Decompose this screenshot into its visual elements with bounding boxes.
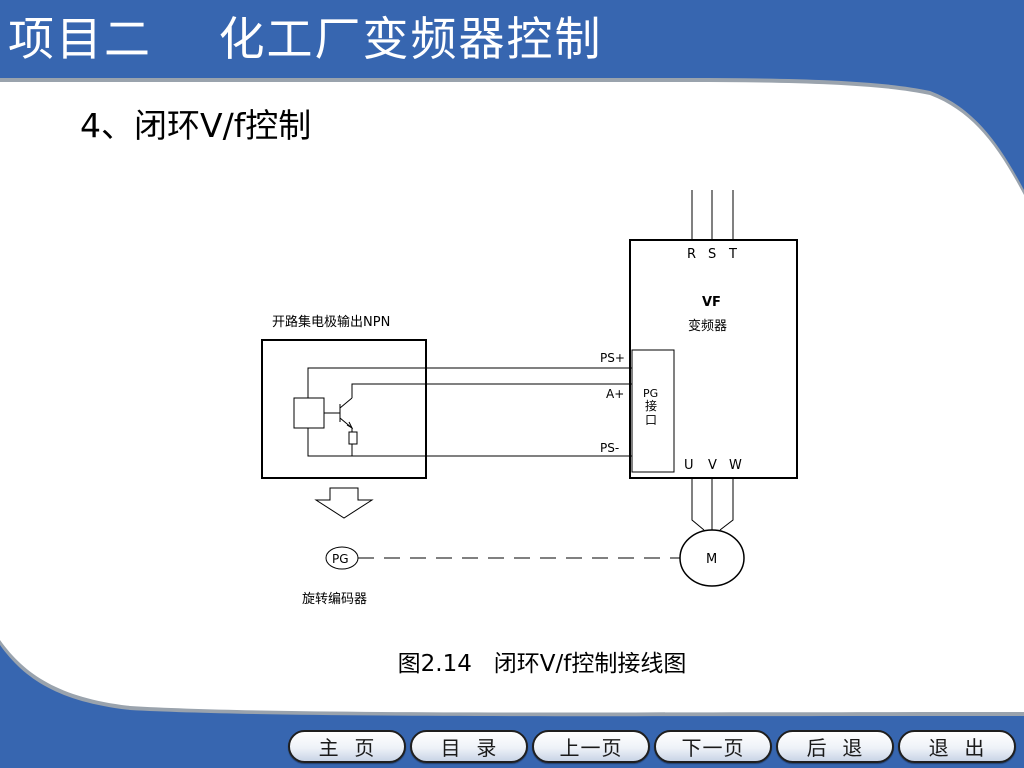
encoder-symbol-label: PG — [332, 552, 349, 566]
motor-feed-lines — [691, 478, 734, 531]
encoder-label: 旋转编码器 — [302, 592, 367, 607]
terminal-ps-plus: PS+ — [600, 351, 625, 365]
exit-button[interactable]: 退 出 — [898, 729, 1016, 763]
terminal-a-plus: A+ — [606, 387, 624, 401]
home-button[interactable]: 主 页 — [288, 729, 406, 763]
output-label-w: W — [729, 458, 742, 473]
down-arrow-icon — [314, 487, 374, 519]
pg-interface-box — [631, 349, 675, 473]
load-resistor — [293, 397, 325, 429]
header-band — [0, 0, 1024, 195]
motor-label: M — [706, 552, 717, 567]
contents-button[interactable]: 目 录 — [410, 729, 528, 763]
npn-circuit — [293, 367, 632, 457]
npn-box-label: 开路集电极输出NPN — [272, 314, 390, 330]
terminal-ps-minus: PS- — [600, 441, 619, 455]
output-label-u: U — [684, 458, 694, 473]
output-label-v: V — [708, 458, 717, 473]
encoder-symbol — [325, 546, 359, 570]
figure-caption: 图2.14 闭环V/f控制接线图 — [397, 651, 687, 677]
vf-inverter-box — [629, 239, 798, 479]
previous-page-button[interactable]: 上一页 — [532, 729, 650, 763]
vf-name: VF — [702, 295, 721, 310]
pg-interface-label-2: 接 — [645, 398, 657, 413]
npn-box — [261, 339, 427, 479]
phase-label-t: T — [728, 247, 737, 262]
power-input-lines — [691, 190, 734, 240]
emitter-resistor — [348, 431, 358, 445]
pg-interface-label-1: PG — [643, 387, 658, 400]
next-page-button[interactable]: 下一页 — [654, 729, 772, 763]
slide-title: 项目二 化工厂变频器控制 — [8, 12, 603, 66]
vf-subtitle: 变频器 — [688, 318, 727, 334]
back-button[interactable]: 后 退 — [776, 729, 894, 763]
phase-label-r: R — [687, 247, 696, 262]
pg-interface-label-3: 口 — [645, 413, 657, 427]
navigation-bar: 主 页 目 录 上一页 下一页 后 退 退 出 — [288, 728, 1018, 764]
phase-label-s: S — [708, 247, 716, 262]
section-heading: 4、闭环V/f控制 — [80, 106, 312, 145]
